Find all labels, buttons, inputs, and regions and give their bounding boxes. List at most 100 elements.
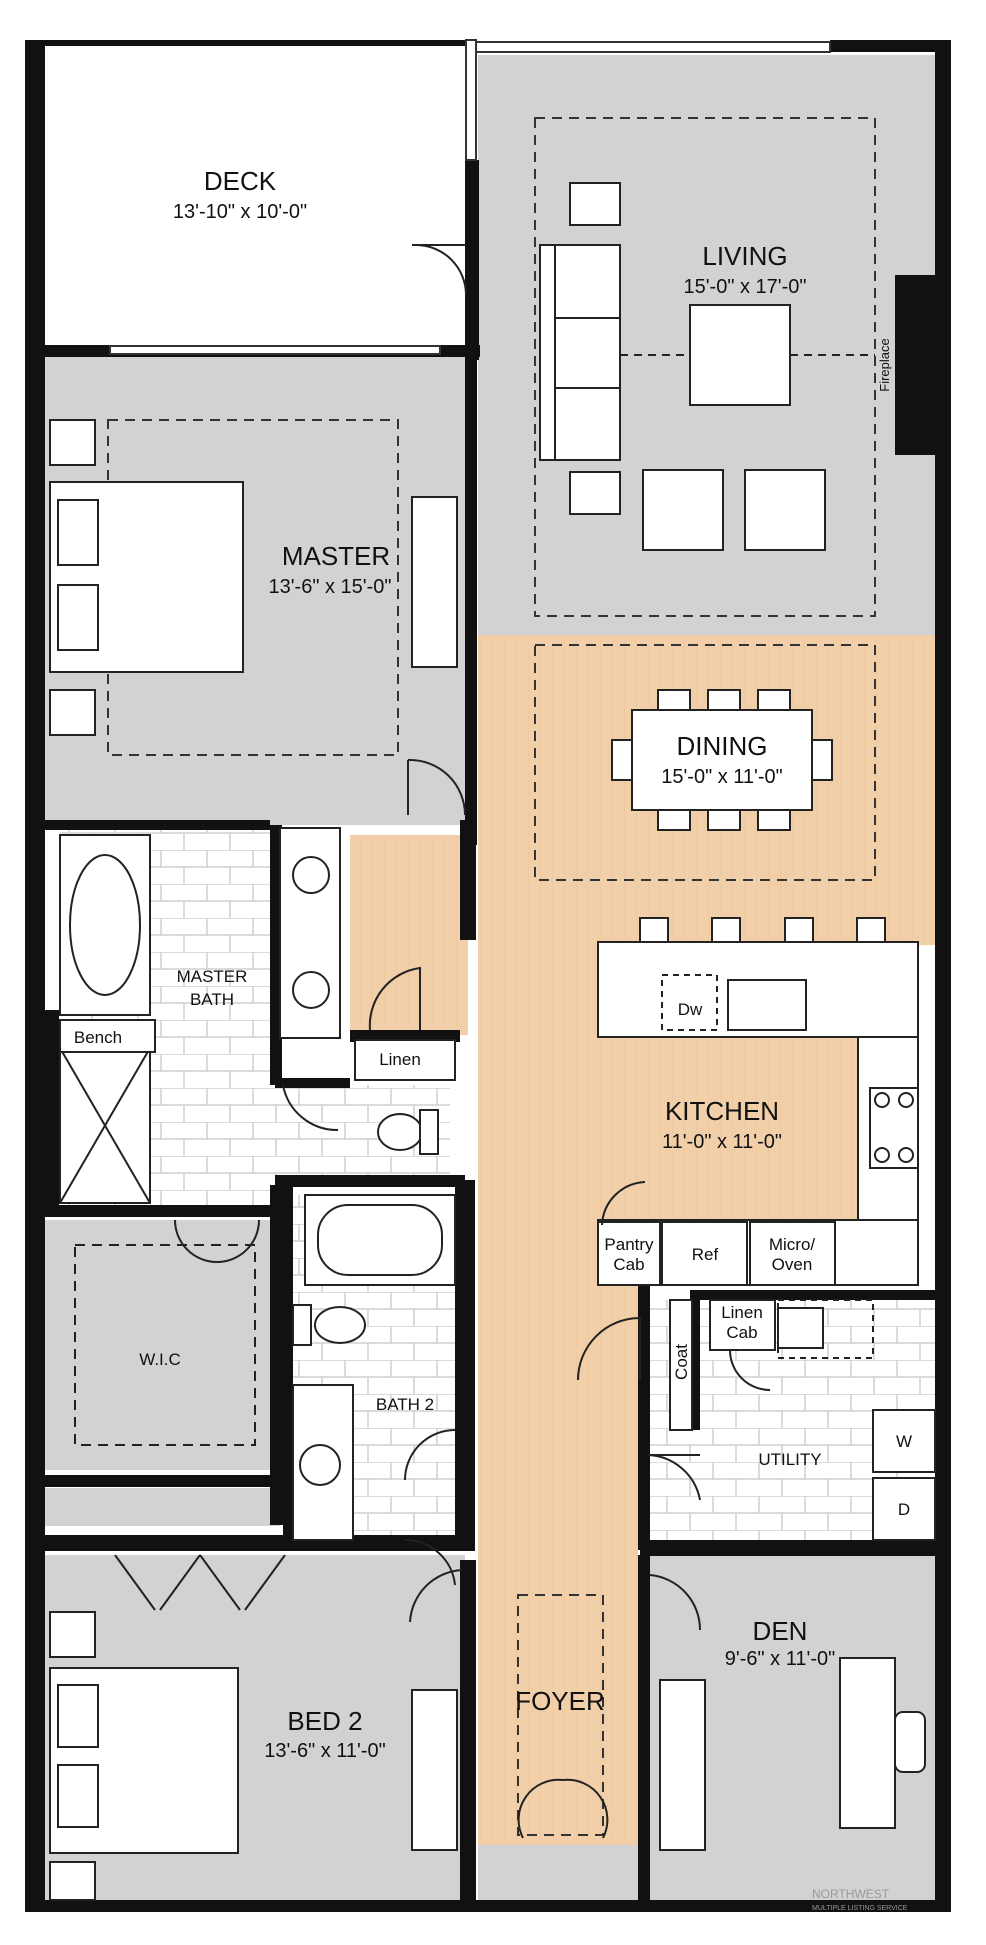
bed2-closet-doors	[114, 1554, 286, 1611]
island-stool-1	[639, 917, 669, 943]
bed2-dresser	[411, 1689, 458, 1851]
wic-bottom-wall	[45, 1475, 275, 1487]
dining-label: DINING	[677, 731, 768, 761]
center-wall-mid	[460, 820, 476, 940]
den-left-wall	[638, 1555, 650, 1905]
dining-chair-4	[657, 809, 691, 831]
den-dims: 9'-6" x 11'-0"	[725, 1648, 835, 1670]
outer-wall-top-left	[25, 40, 470, 46]
dw-label: Dw	[678, 1000, 703, 1019]
dining-chair-6	[757, 809, 791, 831]
dining-chair-8	[811, 739, 833, 781]
bath2-sink	[299, 1444, 341, 1486]
dishwasher-box	[661, 974, 718, 1031]
fireplace-label: Fireplace	[877, 338, 892, 391]
den-cabinet	[659, 1679, 706, 1851]
dining-rug	[534, 644, 876, 881]
toilet-door	[282, 1084, 339, 1132]
coat-label: Coat	[672, 1344, 691, 1380]
dining-chair-7	[611, 739, 633, 781]
utility-label: UTILITY	[758, 1450, 821, 1469]
vanity-sink-2	[292, 971, 330, 1009]
armchair-1	[642, 469, 724, 551]
den-desk	[839, 1657, 896, 1829]
watermark-line2: MULTIPLE LISTING SERVICE	[812, 1905, 908, 1912]
micro-oven	[749, 1221, 836, 1286]
wic-label: W.I.C	[139, 1350, 181, 1369]
island-stool-4	[856, 917, 886, 943]
bed2-nightstand-1	[49, 1611, 96, 1658]
fireplace-block	[895, 275, 937, 455]
linen-hall-door	[368, 966, 421, 1031]
master-rug	[107, 419, 399, 756]
bed2-den-furniture	[49, 1611, 926, 1901]
den-chair	[894, 1711, 926, 1773]
dining-chair-1	[657, 689, 691, 711]
washer	[872, 1409, 936, 1473]
rug-outlines	[107, 117, 876, 1836]
vanity-sink-1	[292, 856, 330, 894]
master-nightstand-1	[49, 419, 96, 466]
dining-chair-3	[757, 689, 791, 711]
outer-wall-left	[25, 40, 45, 1910]
sofa	[539, 244, 621, 461]
toilet-room-top	[275, 1078, 350, 1088]
wic-door	[174, 1219, 260, 1263]
master-nightstand-2	[49, 689, 96, 736]
bath2-door	[404, 1429, 456, 1586]
master-bath-label-1: MASTER	[177, 967, 248, 986]
pass-floor	[45, 1488, 280, 1526]
side-table-2	[569, 471, 621, 515]
master-dims: 13'-6" x 15'-0"	[268, 576, 391, 598]
entry-door	[517, 1778, 609, 1839]
dining-chair-5	[707, 809, 741, 831]
bench-box	[59, 1019, 156, 1053]
living-label: LIVING	[702, 241, 787, 271]
utility-fixtures	[669, 1299, 936, 1541]
master-door	[407, 758, 466, 816]
deck-right-wall	[465, 160, 479, 360]
utility-bottom-wall	[640, 1540, 940, 1556]
center-wall-bath2	[455, 1180, 475, 1540]
outer-wall-right	[935, 40, 951, 1910]
master-label: MASTER	[282, 541, 390, 571]
bed2-door	[409, 1569, 463, 1623]
armchair-2	[744, 469, 826, 551]
linen-closet	[354, 1039, 456, 1081]
bench-label: Bench	[74, 1028, 122, 1047]
hall-floor	[478, 945, 638, 1845]
master-bath-label-2: BATH	[190, 990, 234, 1009]
labels: DECK 13'-10" x 10'-0" LIVING 15'-0" x 17…	[74, 166, 912, 1912]
utility-door	[647, 1454, 701, 1501]
wic-shelf	[74, 1244, 256, 1446]
coat-closet-wall	[690, 1290, 700, 1430]
coat-closet	[669, 1299, 693, 1431]
washer-label: W	[896, 1432, 912, 1451]
micro-label-2: Oven	[772, 1255, 813, 1274]
master-dresser	[411, 496, 458, 668]
foyer-label: FOYER	[515, 1686, 605, 1716]
bed2-top-wall	[45, 1535, 475, 1551]
deck-dims: 13'-10" x 10'-0"	[173, 201, 307, 223]
utility-counter	[777, 1299, 874, 1359]
pantry-door	[601, 1181, 646, 1226]
dryer-label: D	[898, 1500, 910, 1519]
kitchen-label: KITCHEN	[665, 1096, 779, 1126]
living-window-top	[469, 41, 831, 53]
linen-cab-box	[709, 1299, 776, 1351]
pantry-label-1: Pantry	[604, 1235, 654, 1254]
bath2-toilet	[314, 1306, 366, 1344]
master-bottom-wall	[40, 820, 270, 830]
bath2-fixtures	[292, 1194, 456, 1541]
toilet-1	[377, 1113, 423, 1151]
walls	[25, 40, 951, 1912]
kitchen-fixtures	[597, 917, 919, 1286]
wic-floor	[45, 1220, 280, 1470]
doors	[114, 244, 771, 1839]
fridge	[661, 1221, 748, 1286]
deck-door	[412, 244, 467, 296]
kitchen-dims: 11'-0" x 11'-0"	[662, 1131, 782, 1153]
bed2-dims: 13'-6" x 11'-0"	[264, 1740, 386, 1762]
coffee-table	[689, 304, 791, 406]
